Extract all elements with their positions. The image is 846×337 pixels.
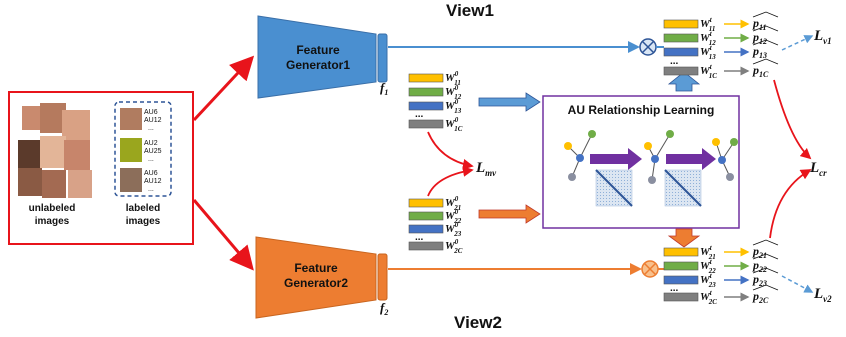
- au-tag-2a: AU2: [144, 140, 158, 147]
- labeled-images-box: [114, 101, 172, 197]
- gen1-label-line1: Feature: [296, 43, 340, 57]
- weights-v1-init-stack: ...: [408, 73, 444, 129]
- au-tag-1c: ...: [148, 125, 154, 132]
- au-learning-title: AU Relationship Learning: [568, 103, 715, 117]
- gen2-label-line2: Generator2: [284, 276, 348, 290]
- v2-to-lmv-arrow: [427, 166, 474, 197]
- au-to-v2-weights-arrow: [667, 228, 701, 248]
- input-to-gen2-arrow: [192, 199, 254, 271]
- au-tag-3b: AU12: [144, 178, 162, 185]
- weights-v1-final-stack: ...: [663, 19, 699, 76]
- view2-title: View2: [454, 313, 502, 332]
- au-arrow-1: [590, 148, 642, 170]
- loss-cr: Lcr: [809, 160, 827, 178]
- weights-v2-init-stack: ...: [408, 198, 444, 251]
- to-lv2-dashed-arrow: [781, 275, 814, 293]
- loss-v1: Lv1: [813, 28, 832, 46]
- au-tag-1a: AU6: [144, 109, 158, 116]
- v2-to-lcr-arrow: [769, 169, 812, 239]
- to-lv1-dashed-arrow: [781, 35, 814, 51]
- gen1-label-line2: Generator1: [286, 58, 350, 72]
- labeled-caption-line1: labeled: [126, 203, 160, 214]
- labeled-caption-line2: images: [126, 216, 161, 227]
- p23-label: p23: [752, 267, 779, 288]
- svg-text:p1C: p1C: [752, 63, 769, 79]
- v2-final-ellipsis: ...: [670, 283, 679, 294]
- weights-v2-final-stack: ...: [663, 247, 699, 302]
- svg-text:p13: p13: [752, 44, 767, 60]
- v1-final-ellipsis: ...: [670, 56, 679, 67]
- svg-text:p2C: p2C: [752, 289, 769, 305]
- unlabeled-caption-line2: images: [35, 216, 70, 227]
- v1-init-ellipsis: ...: [415, 109, 424, 120]
- labeled-face-3: [120, 168, 142, 192]
- p13-label: p13: [752, 39, 779, 60]
- input-panel: unlabeled images AU6 AU12 ... AU2 AU25 .…: [8, 91, 194, 245]
- adjacency-matrix-2: [664, 169, 702, 207]
- f2-feature-bar: [377, 253, 388, 301]
- v1-to-au-arrow: [478, 92, 541, 112]
- au-tag-3c: ...: [148, 186, 154, 193]
- au-arrow-2: [666, 148, 716, 170]
- multiply-node-view2: [641, 260, 659, 278]
- feature-generator-2: Feature Generator2: [255, 236, 388, 319]
- au-graph-3: [712, 138, 738, 181]
- v1-to-lcr-arrow: [773, 79, 812, 160]
- view1-title: View1: [446, 1, 494, 20]
- au-tag-2c: ...: [148, 156, 154, 163]
- unlabeled-faces: [18, 103, 92, 198]
- adjacency-matrix-1: [595, 169, 633, 207]
- v2-init-ellipsis: ...: [415, 232, 424, 243]
- f2-label: f2: [380, 300, 388, 317]
- gen2-label-line1: Feature: [294, 261, 338, 275]
- f1-label: f1: [380, 80, 388, 97]
- au-to-v1-weights-arrow: [667, 71, 701, 92]
- au-tag-1b: AU12: [144, 117, 162, 124]
- au-tag-2b: AU25: [144, 148, 162, 155]
- au-graph-2: [644, 130, 674, 184]
- feature-generator-1: Feature Generator1: [257, 15, 388, 99]
- labeled-face-1: [120, 108, 142, 130]
- unlabeled-caption-line1: unlabeled: [29, 203, 76, 214]
- v2-to-au-arrow: [478, 204, 541, 224]
- au-relationship-learning-box: AU Relationship Learning: [542, 95, 740, 229]
- loss-mv: Lmv: [475, 160, 497, 178]
- svg-text:p23: p23: [752, 272, 767, 288]
- au-graph-1: [564, 130, 596, 181]
- loss-v2: Lv2: [813, 286, 832, 304]
- multiply-node-view1: [639, 38, 657, 56]
- labeled-face-2: [120, 138, 142, 162]
- input-to-gen1-arrow: [192, 55, 255, 122]
- p2c-label: p2C: [752, 284, 779, 305]
- p1c-label: p1C: [752, 58, 779, 79]
- v1-to-lmv-arrow: [427, 131, 474, 170]
- au-tag-3a: AU6: [144, 170, 158, 177]
- f1-feature-bar: [377, 33, 388, 83]
